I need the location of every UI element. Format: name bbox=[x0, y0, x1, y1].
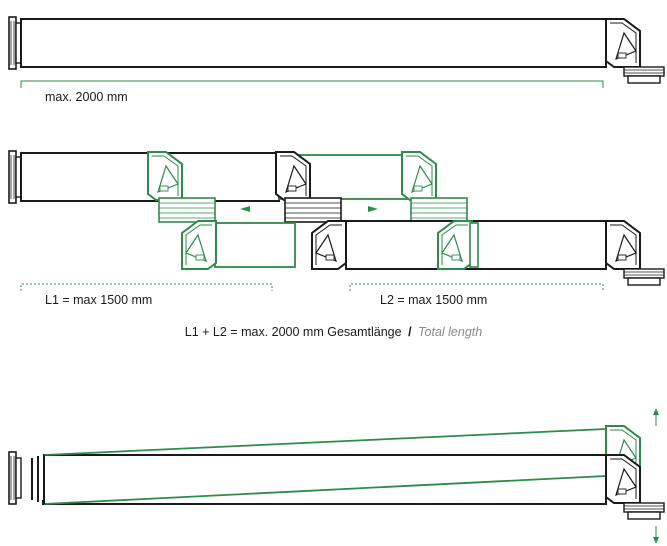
arrow-right-icon bbox=[368, 206, 378, 212]
corner-joint-icon bbox=[605, 18, 641, 68]
wall-bracket-icon bbox=[8, 451, 22, 505]
corner-joint-icon bbox=[401, 151, 437, 201]
dimension-label-l1: L1 = max 1500 mm bbox=[45, 293, 153, 307]
dimension-line bbox=[20, 80, 604, 88]
total-length-de: L1 + L2 = max. 2000 mm Gesamtlänge bbox=[184, 325, 402, 339]
total-length-caption: L1 + L2 = max. 2000 mm Gesamtlänge / Tot… bbox=[0, 325, 667, 339]
arrow-down-icon bbox=[653, 537, 659, 544]
tilt-line-lower bbox=[43, 475, 607, 505]
end-foot-icon bbox=[623, 66, 665, 84]
dimension-label-l2: L2 = max 1500 mm bbox=[380, 293, 488, 307]
separator: / bbox=[408, 325, 412, 339]
dimension-line-l1 bbox=[20, 283, 273, 291]
wall-bracket-icon bbox=[8, 150, 22, 204]
corner-joint-icon bbox=[605, 454, 641, 504]
arrow-left-icon bbox=[240, 206, 250, 212]
total-length-en: Total length bbox=[418, 325, 483, 339]
corner-joint-icon bbox=[147, 151, 183, 201]
tilt-line-upper bbox=[43, 428, 607, 456]
diagram-single-pipe bbox=[8, 16, 665, 88]
corner-joint-icon bbox=[275, 151, 311, 201]
plate-icon bbox=[410, 197, 468, 223]
plate-icon bbox=[158, 197, 216, 223]
wall-bracket-icon bbox=[8, 16, 22, 70]
dimension-label: max. 2000 mm bbox=[45, 90, 128, 104]
end-foot-icon bbox=[623, 502, 665, 520]
dimension-line-l2 bbox=[349, 283, 604, 291]
pipe-segment bbox=[43, 454, 607, 505]
plate-icon bbox=[284, 197, 342, 223]
arrow-up-icon bbox=[653, 408, 659, 415]
pipe-segment bbox=[20, 18, 607, 68]
end-foot-icon bbox=[623, 268, 665, 286]
pipe-segment bbox=[214, 222, 296, 268]
diagram-tilt bbox=[8, 408, 665, 544]
diagram-two-segments bbox=[8, 150, 665, 291]
corner-joint-icon bbox=[605, 220, 641, 270]
